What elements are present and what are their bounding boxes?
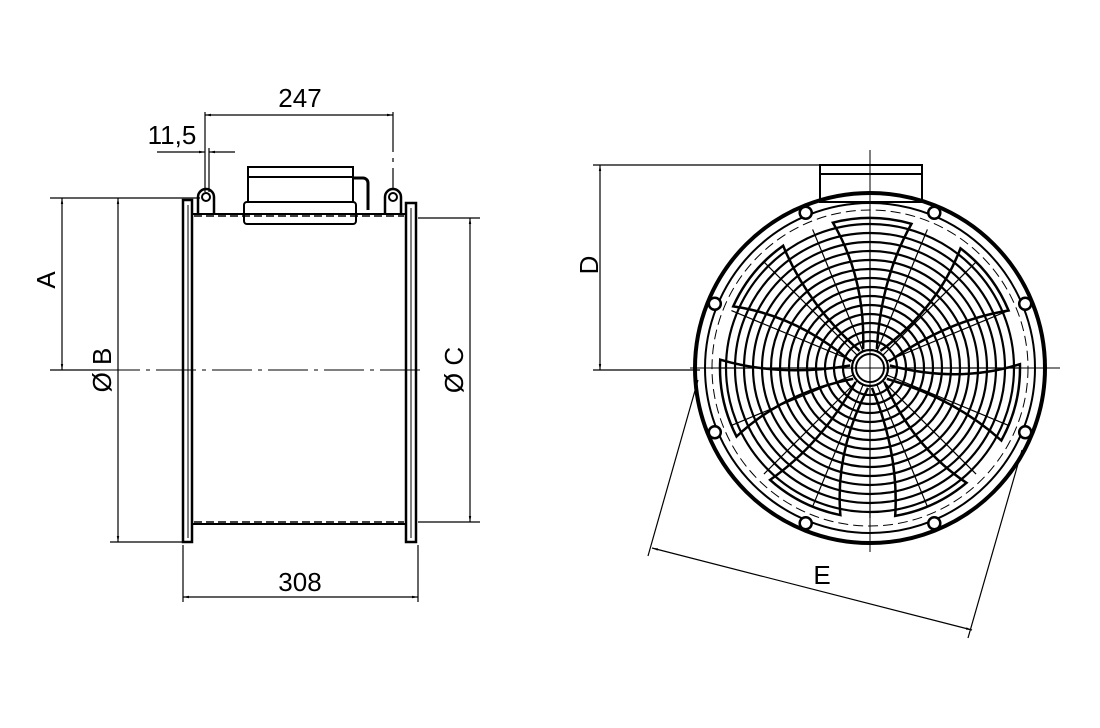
duct-body [191,213,407,525]
fan-blade [830,216,914,350]
guard-spoke [812,229,864,352]
fan-blade [870,381,969,518]
mounting-bolt [707,425,723,440]
mounting-bolt [927,515,942,531]
guard-spoke [882,380,977,475]
dim-e-label: E [813,560,830,590]
flange-left [181,198,194,544]
dim-247-label: 247 [278,83,321,113]
fan-blade [731,243,861,363]
terminal-box-base [243,201,357,225]
dim-b-label: Ø B [87,348,117,393]
fan-blade [879,246,1011,363]
dim-a-label: A [31,271,61,289]
mounting-bolt [1017,296,1033,311]
dim-11-5-label: 11,5 [148,120,197,150]
terminal-box [819,164,923,175]
front-view [593,150,1060,639]
flange-right [404,201,418,544]
dim-d-label: D [574,256,604,275]
guard-spoke [886,374,1009,426]
guard-spoke [763,380,858,475]
mounting-bolt [798,515,813,531]
dim-e [651,547,973,631]
terminal-box-lid [247,166,354,178]
mounting-bolt [927,205,942,221]
guard-spoke [886,310,1009,362]
guard-spoke [812,384,864,507]
dim-308-label: 308 [278,567,321,597]
guard-spoke [876,384,928,507]
guard-spoke [731,310,854,362]
fan-blade [768,381,870,517]
guard-spoke [763,261,858,356]
side-view [50,112,480,602]
guard-spoke [882,261,977,356]
mounting-bolt [707,296,723,311]
fan-blade [718,358,854,439]
guard-spoke [876,229,928,352]
mounting-lug [196,187,216,215]
mounting-bolt [798,205,813,221]
fan-blade [886,362,1022,443]
dim-c-label: Ø C [439,347,469,393]
mounting-bolt [1017,425,1033,440]
